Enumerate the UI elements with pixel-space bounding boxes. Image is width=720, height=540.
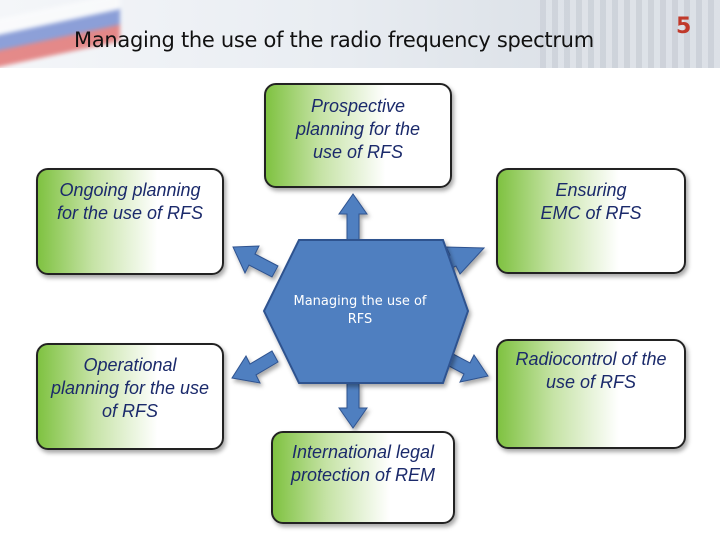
- arrow-lower-left: [231, 350, 279, 384]
- page-title: Managing the use of the radio frequency …: [74, 28, 594, 52]
- node-international-protection: International legal protection of REM: [271, 431, 455, 524]
- header-banner: Managing the use of the radio frequency …: [0, 0, 720, 68]
- node-label: Ensuring EMC of RFS: [540, 180, 642, 223]
- slide-number: 5: [676, 14, 692, 39]
- node-label: Ongoing planning for the use of RFS: [56, 180, 204, 223]
- node-label: Operational planning for the use of RFS: [50, 355, 210, 421]
- node-operational-planning: Operational planning for the use of RFS: [36, 343, 224, 450]
- arrow-down: [338, 382, 368, 429]
- node-ensuring-emc: Ensuring EMC of RFS: [496, 168, 686, 274]
- arrow-up: [338, 193, 368, 241]
- arrow-upper-left: [232, 245, 279, 278]
- node-label: Prospective planning for the use of RFS: [295, 96, 421, 162]
- node-prospective-planning: Prospective planning for the use of RFS: [264, 83, 452, 188]
- node-radiocontrol: Radiocontrol of the use of RFS: [496, 339, 686, 449]
- building-decoration: [540, 0, 720, 68]
- hub-label: Managing the use of RFS: [293, 294, 427, 327]
- node-label: Radiocontrol of the use of RFS: [515, 349, 667, 392]
- node-ongoing-planning: Ongoing planning for the use of RFS: [36, 168, 224, 275]
- hub-hexagon: [262, 239, 470, 384]
- node-label: International legal protection of REM: [290, 442, 436, 485]
